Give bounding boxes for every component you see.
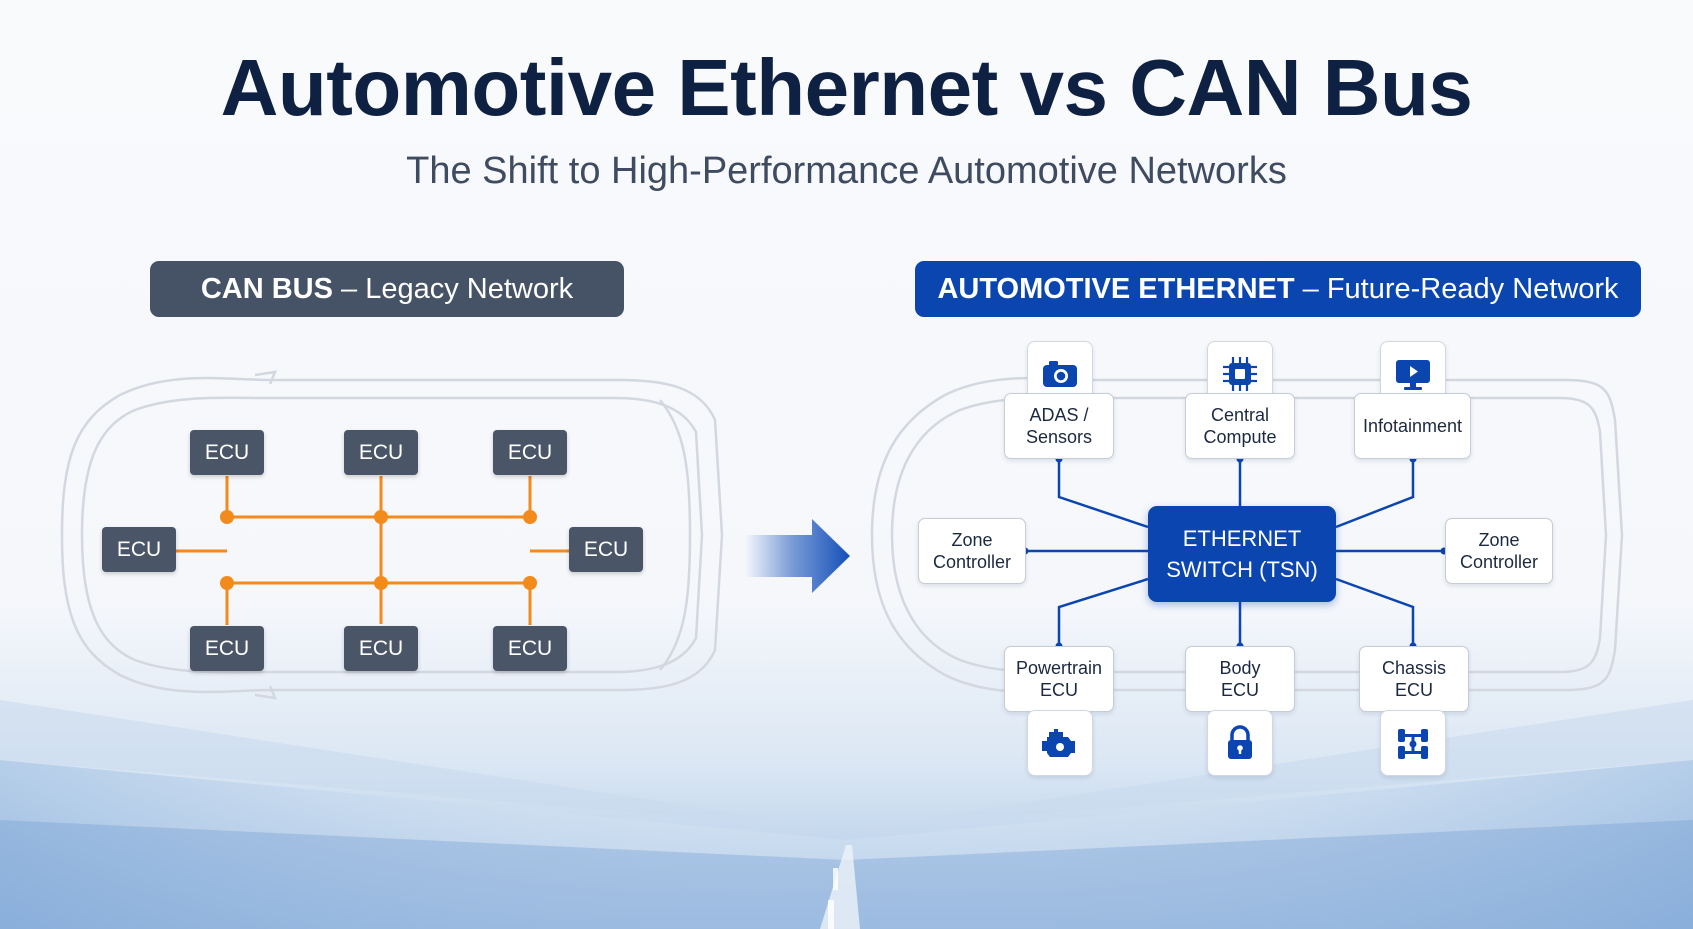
can-bus-label: CAN BUS – Legacy Network: [150, 261, 624, 317]
node-zone-left-line2: Controller: [932, 552, 1012, 572]
switch-line2: SWITCH (TSN): [1166, 557, 1318, 582]
transition-arrow: [745, 519, 850, 593]
node-infotainment: Infotainment: [1354, 393, 1471, 459]
can-bus-label-rest: – Legacy Network: [332, 273, 574, 305]
ethernet-switch-tsn: ETHERNET SWITCH (TSN): [1148, 506, 1336, 602]
switch-line1: ETHERNET: [1182, 526, 1302, 551]
node-chassis-line1: Chassis: [1381, 658, 1447, 678]
page-subtitle: The Shift to High-Performance Automotive…: [406, 150, 1287, 192]
node-infotainment-label: Infotainment: [1362, 416, 1463, 436]
can-ecu-top-middle: ECU: [344, 430, 418, 475]
page-title: Automotive Ethernet vs CAN Bus: [220, 43, 1473, 132]
can-bus-wiring: [176, 476, 570, 625]
can-ecu-right: ECU: [569, 527, 643, 572]
node-body-line1: Body: [1219, 658, 1261, 678]
node-adas-line1: ADAS /: [1029, 405, 1089, 425]
node-chassis-line2: ECU: [1394, 680, 1433, 700]
node-adas-sensors: ADAS /Sensors: [1004, 393, 1114, 459]
can-ecu-bottom-right: ECU: [493, 626, 567, 671]
node-central-line1: Central: [1210, 405, 1269, 425]
car-outline-left: [60, 370, 724, 700]
node-body-line2: ECU: [1220, 680, 1259, 700]
axle-icon: [1380, 710, 1446, 776]
node-powertrain-line2: ECU: [1039, 680, 1078, 700]
lock-icon: [1207, 710, 1273, 776]
ethernet-label: AUTOMOTIVE ETHERNET – Future-Ready Netwo…: [915, 261, 1641, 317]
can-ecu-top-right: ECU: [493, 430, 567, 475]
can-ecu-bottom-left: ECU: [190, 626, 264, 671]
node-central-line2: Compute: [1203, 427, 1277, 447]
node-zone-left-line1: Zone: [951, 530, 993, 550]
node-adas-line2: Sensors: [1025, 427, 1093, 447]
engine-icon: [1027, 710, 1093, 776]
node-zone-right-line1: Zone: [1478, 530, 1520, 550]
can-ecu-left: ECU: [102, 527, 176, 572]
node-zone-right-line2: Controller: [1459, 552, 1539, 572]
ethernet-links: [1025, 459, 1444, 646]
can-ecu-top-left: ECU: [190, 430, 264, 475]
ethernet-label-rest: – Future-Ready Network: [1294, 273, 1619, 305]
can-bus-nodes: [220, 510, 537, 590]
ethernet-label-bold: AUTOMOTIVE ETHERNET: [937, 273, 1295, 305]
can-ecu-bottom-middle: ECU: [344, 626, 418, 671]
can-bus-label-bold: CAN BUS: [200, 273, 333, 305]
node-powertrain-line1: Powertrain: [1015, 658, 1103, 678]
